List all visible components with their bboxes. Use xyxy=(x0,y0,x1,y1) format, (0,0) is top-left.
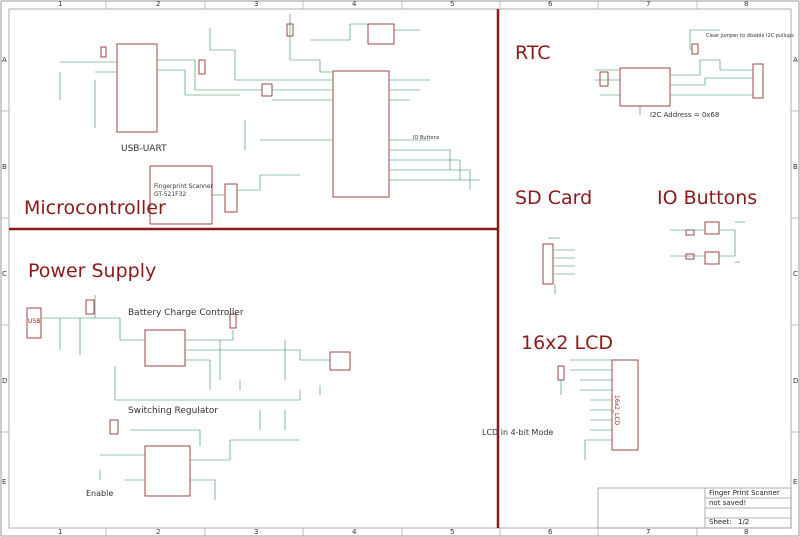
zone-col-7: 7 xyxy=(646,0,651,8)
zone-col-1-bottom: 1 xyxy=(58,528,63,536)
zone-col-8: 8 xyxy=(744,0,749,8)
label-i2c-address: I2C Address = 0x68 xyxy=(650,111,720,119)
zone-col-4: 4 xyxy=(352,0,357,8)
zone-col-2-bottom: 2 xyxy=(156,528,161,536)
zone-col-6: 6 xyxy=(548,0,553,8)
zone-col-2: 2 xyxy=(156,0,161,8)
zone-row-b: B xyxy=(2,163,7,171)
zone-col-5: 5 xyxy=(450,0,455,8)
label-switching-regulator: Switching Regulator xyxy=(128,406,219,416)
sd-parts xyxy=(542,243,554,285)
label-lcd-part: 16x2_LCD xyxy=(613,395,620,426)
label-enable: Enable xyxy=(86,489,114,498)
section-title-sd-card: SD Card xyxy=(515,187,593,209)
mcu-parts xyxy=(100,23,395,225)
label-battery-charge-controller: Battery Charge Controller xyxy=(128,308,244,318)
section-title-lcd: 16x2 LCD xyxy=(521,332,614,354)
lcd-wires xyxy=(560,359,612,460)
button-parts xyxy=(685,221,720,265)
zone-row-c: C xyxy=(2,270,7,278)
lcd-parts xyxy=(557,359,639,451)
zone-row-c-right: C xyxy=(793,270,798,278)
title-block-name: Finger Print Scanner xyxy=(709,489,780,497)
zone-col-5-bottom: 5 xyxy=(450,528,455,536)
zone-row-a: A xyxy=(2,56,7,64)
zone-col-4-bottom: 4 xyxy=(352,528,357,536)
zone-col-3: 3 xyxy=(254,0,259,8)
section-title-microcontroller: Microcontroller xyxy=(24,197,166,219)
inner-frame xyxy=(8,8,792,529)
title-block-sheet-value: 1/2 xyxy=(738,518,750,526)
power-parts xyxy=(26,299,351,497)
section-title-rtc: RTC xyxy=(515,42,551,64)
section-title-power-supply: Power Supply xyxy=(28,260,157,282)
mcu-wires xyxy=(59,14,480,196)
zone-row-d: D xyxy=(2,377,8,385)
zone-row-a-right: A xyxy=(793,56,798,64)
label-fingerprint-scanner: Fingerprint Scanner xyxy=(154,183,214,190)
zone-col-1: 1 xyxy=(58,0,63,8)
zone-col-6-bottom: 6 xyxy=(548,528,553,536)
label-io-buttons-net: IO Buttons xyxy=(413,135,440,141)
label-jumper-note: Clear jumper to disable I2C pullups xyxy=(706,33,794,39)
title-block-status: not saved! xyxy=(709,499,747,507)
section-title-io-buttons: IO Buttons xyxy=(657,187,758,209)
label-lcd-mode: LCD in 4-bit Mode xyxy=(482,428,554,437)
label-usb-uart: USB-UART xyxy=(121,144,167,154)
zone-row-e: E xyxy=(2,478,7,486)
title-block-sheet-label: Sheet: xyxy=(709,518,732,526)
label-usb: USB xyxy=(28,318,41,325)
button-wires xyxy=(670,221,745,263)
title-block-frame xyxy=(597,487,792,529)
zone-col-3-bottom: 3 xyxy=(254,528,259,536)
power-wires xyxy=(41,295,330,500)
sd-wires xyxy=(548,237,575,294)
zone-row-b-right: B xyxy=(793,163,798,171)
zone-row-d-right: D xyxy=(793,377,799,385)
zone-col-8-bottom: 8 xyxy=(744,528,749,536)
label-fingerprint-model: GT-521F32 xyxy=(154,191,187,198)
zone-row-e-right: E xyxy=(793,478,798,486)
rtc-parts xyxy=(599,43,764,107)
zone-col-7-bottom: 7 xyxy=(646,528,651,536)
rtc-wires xyxy=(595,29,753,115)
